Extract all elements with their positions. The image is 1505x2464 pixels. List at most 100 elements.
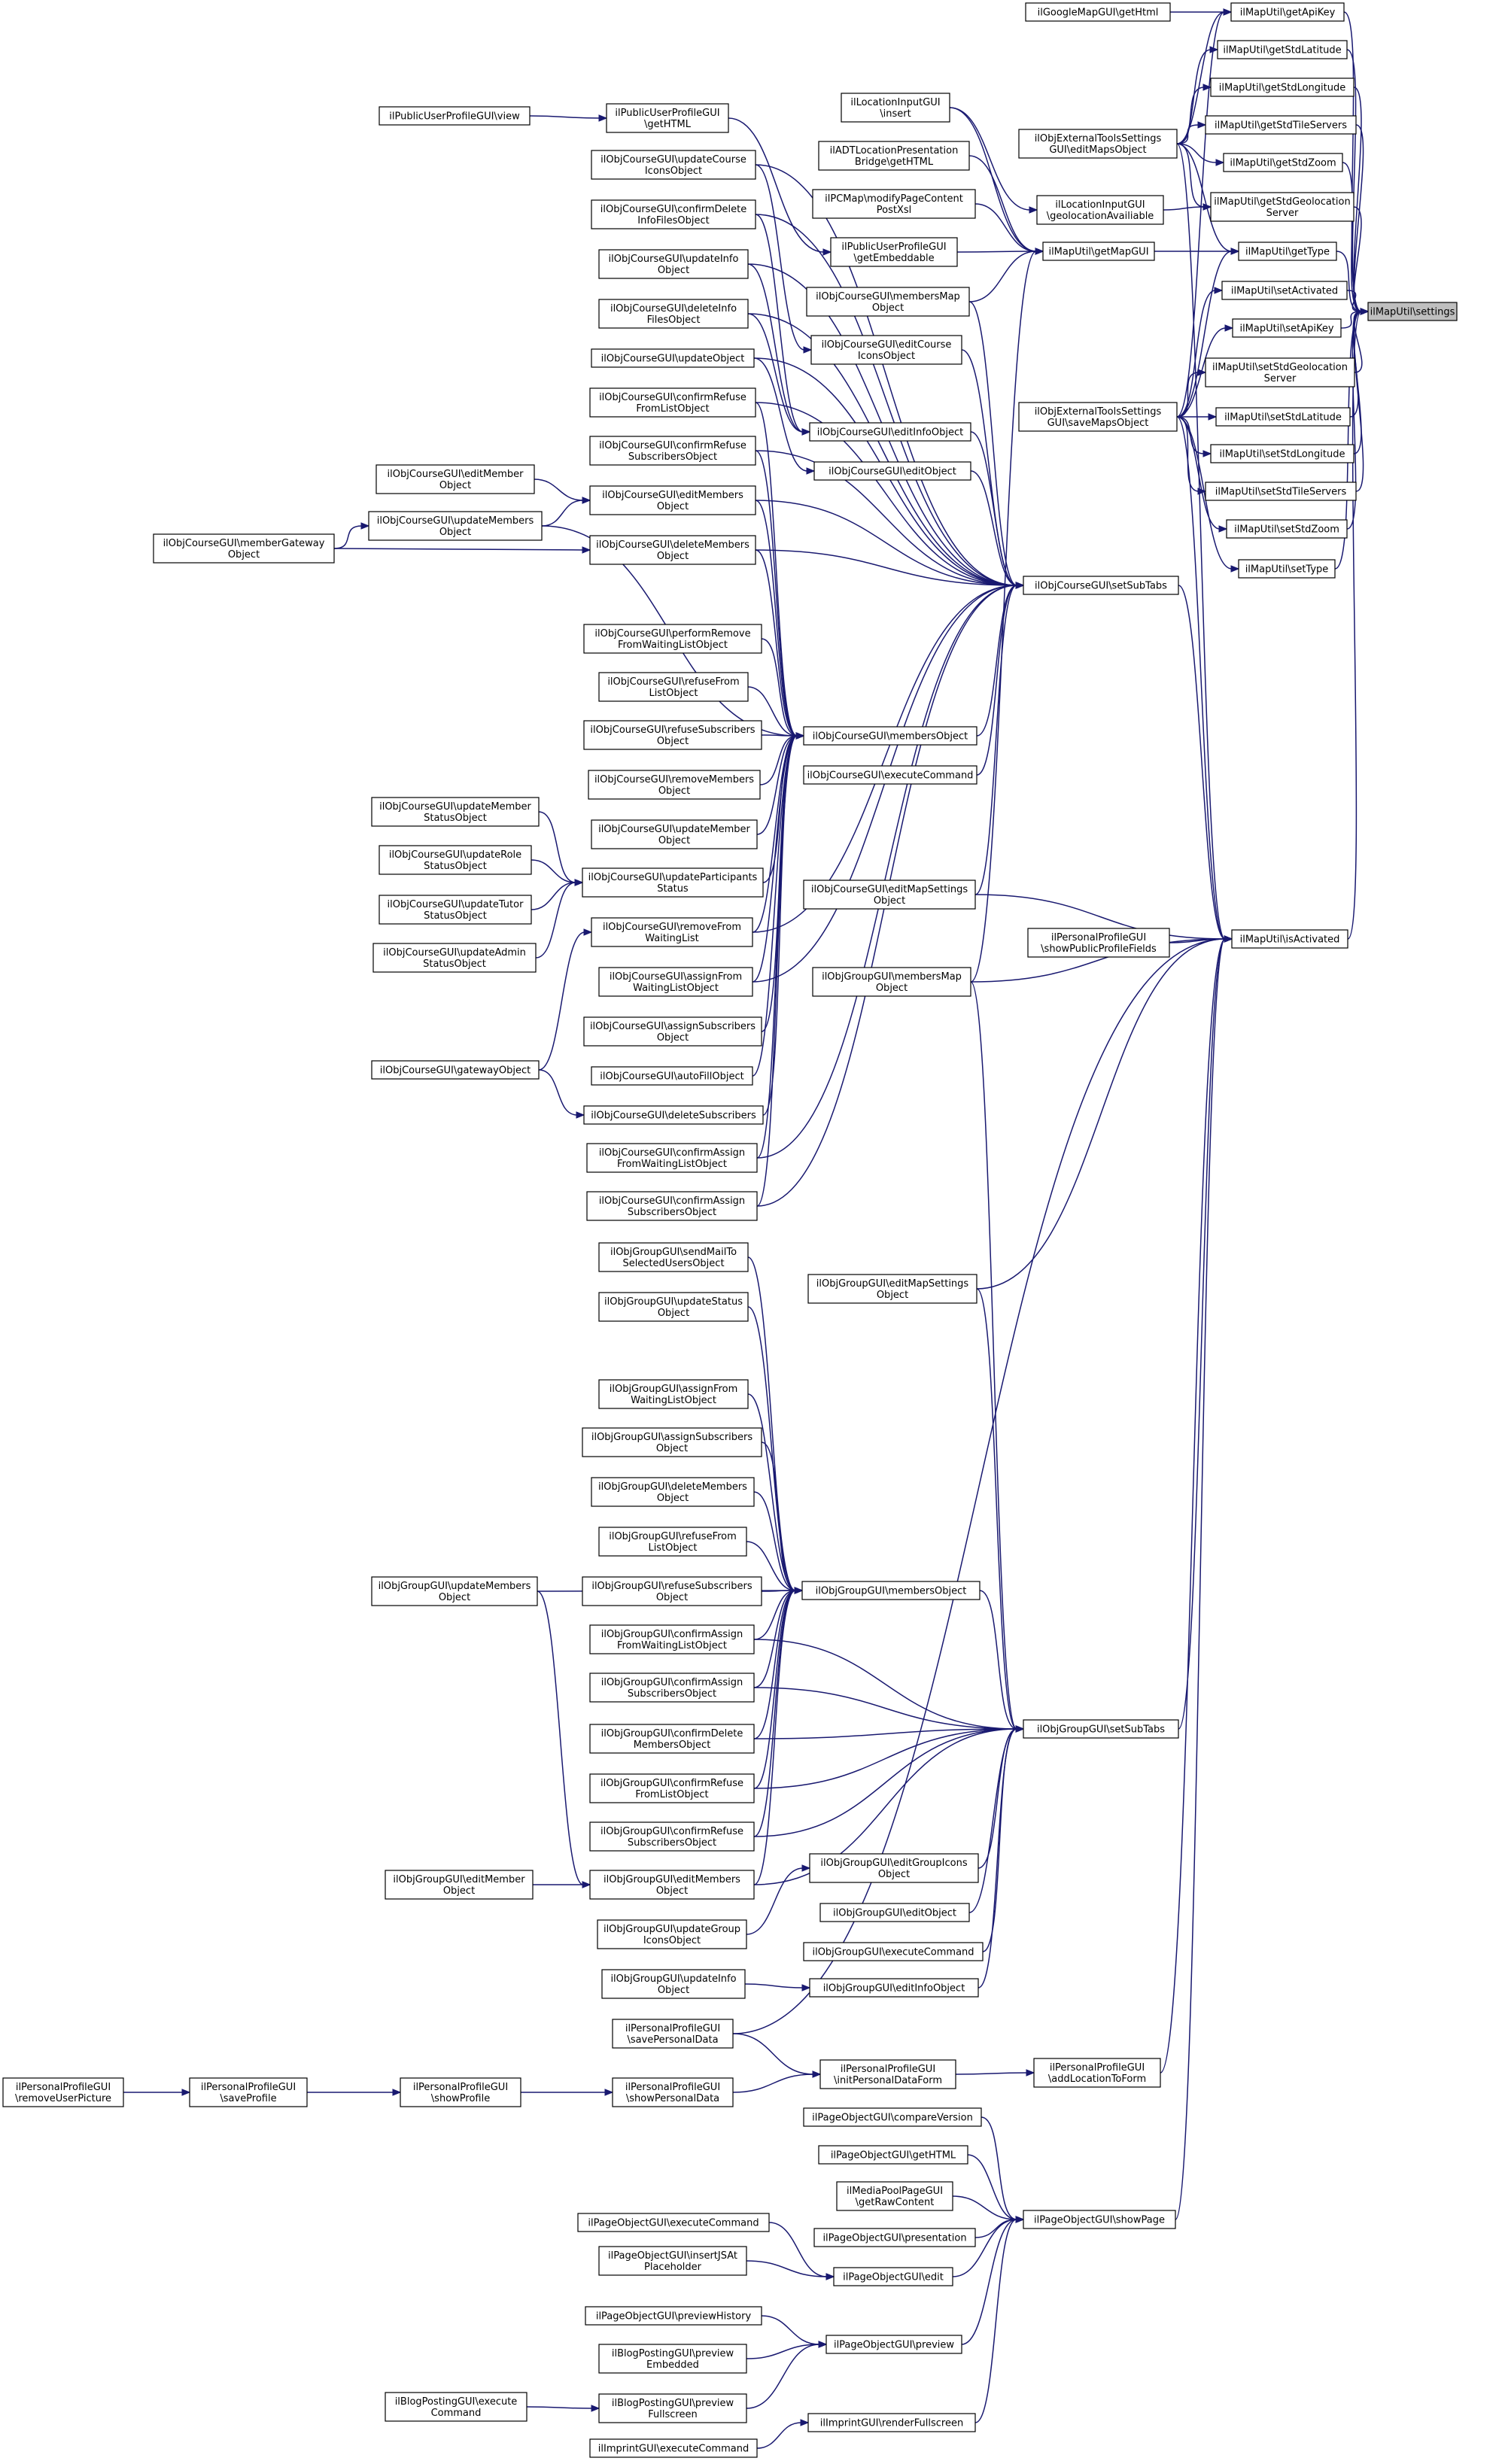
node-set-std-longitude[interactable]: ilMapUtil\setStdLongitude xyxy=(1210,444,1354,463)
node-pg-presentation[interactable]: ilPageObjectGUI\presentation xyxy=(813,2228,976,2247)
node-pg-preview[interactable]: ilPageObjectGUI\preview xyxy=(825,2335,962,2354)
node-ext-edit-maps[interactable]: ilObjExternalToolsSettingsGUI\editMapsOb… xyxy=(1018,129,1178,159)
node-set-api-key[interactable]: ilMapUtil\setApiKey xyxy=(1232,318,1342,338)
node-set-type[interactable]: ilMapUtil\setType xyxy=(1238,559,1336,579)
node-crs-assign-from-waiting-list[interactable]: ilObjCourseGUI\assignFromWaitingListObje… xyxy=(598,967,753,997)
node-grp-execute-command[interactable]: ilObjGroupGUI\executeCommand xyxy=(803,1942,984,1961)
node-ext-save-maps[interactable]: ilObjExternalToolsSettingsGUI\saveMapsOb… xyxy=(1018,402,1178,432)
node-grp-confirm-assign-from-waiting[interactable]: ilObjGroupGUI\confirmAssignFromWaitingLi… xyxy=(589,1624,755,1654)
node-grp-confirm-refuse-subs[interactable]: ilObjGroupGUI\confirmRefuseSubscribersOb… xyxy=(589,1821,755,1852)
node-get-std-zoom[interactable]: ilMapUtil\getStdZoom xyxy=(1223,153,1343,172)
node-set-std-tile-servers[interactable]: ilMapUtil\setStdTileServers xyxy=(1205,482,1357,501)
node-crs-update-object[interactable]: ilObjCourseGUI\updateObject xyxy=(591,348,755,368)
node-settings[interactable]: ilMapUtil\settings xyxy=(1367,302,1458,321)
node-pg-edit[interactable]: ilPageObjectGUI\edit xyxy=(833,2267,953,2286)
node-crs-confirm-refuse-subs[interactable]: ilObjCourseGUI\confirmRefuseSubscribersO… xyxy=(589,436,756,466)
node-crs-edit-object[interactable]: ilObjCourseGUI\editObject xyxy=(813,461,971,481)
node-crs-perform-remove[interactable]: ilObjCourseGUI\performRemoveFromWaitingL… xyxy=(583,624,762,654)
node-grp-edit-info[interactable]: ilObjGroupGUI\editInfoObject xyxy=(809,1978,979,1998)
node-crs-confirm-refuse-from-list[interactable]: ilObjCourseGUI\confirmRefuseFromListObje… xyxy=(589,387,756,418)
node-pg-execute-command[interactable]: ilPageObjectGUI\executeCommand xyxy=(577,2213,770,2232)
node-pg-compare-version[interactable]: ilPageObjectGUI\compareVersion xyxy=(803,2107,982,2127)
node-pers-show-profile[interactable]: ilPersonalProfileGUI\showProfile xyxy=(400,2077,521,2107)
node-grp-members-object[interactable]: ilObjGroupGUI\membersObject xyxy=(801,1581,981,1600)
node-grp-send-mail[interactable]: ilObjGroupGUI\sendMailToSelectedUsersObj… xyxy=(598,1242,749,1272)
node-crs-confirm-assign-subs[interactable]: ilObjCourseGUI\confirmAssignSubscribersO… xyxy=(586,1191,758,1221)
node-get-std-tile-servers[interactable]: ilMapUtil\getStdTileServers xyxy=(1205,115,1357,135)
node-blog-execute-command[interactable]: ilBlogPostingGUI\executeCommand xyxy=(385,2392,528,2422)
node-set-std-latitude[interactable]: ilMapUtil\setStdLatitude xyxy=(1215,407,1351,427)
node-crs-delete-subscribers[interactable]: ilObjCourseGUI\deleteSubscribers xyxy=(583,1105,764,1125)
node-crs-set-sub-tabs[interactable]: ilObjCourseGUI\setSubTabs xyxy=(1023,576,1179,595)
node-set-std-zoom[interactable]: ilMapUtil\setStdZoom xyxy=(1226,519,1348,539)
node-pg-get-html[interactable]: ilPageObjectGUI\getHTML xyxy=(818,2145,968,2165)
node-pub-get-html[interactable]: ilPublicUserProfileGUI\getHTML xyxy=(606,103,729,133)
node-imprint-execute-command[interactable]: ilImprintGUI\executeCommand xyxy=(589,2438,758,2458)
node-grp-assign-from-waiting[interactable]: ilObjGroupGUI\assignFromWaitingListObjec… xyxy=(598,1379,749,1409)
node-imprint-render-fullscreen[interactable]: ilImprintGUI\renderFullscreen xyxy=(807,2413,976,2432)
node-pers-show-public[interactable]: ilPersonalProfileGUI\showPublicProfileFi… xyxy=(1027,928,1170,958)
node-pers-init-personal-data-form[interactable]: ilPersonalProfileGUI\initPersonalDataFor… xyxy=(819,2059,956,2089)
node-is-activated[interactable]: ilMapUtil\isActivated xyxy=(1231,929,1348,949)
node-geoloc-avail[interactable]: ilLocationInputGUI\geolocationAvailiable xyxy=(1036,195,1164,225)
node-crs-gateway[interactable]: ilObjCourseGUI\gatewayObject xyxy=(371,1060,540,1080)
node-crs-members-object[interactable]: ilObjCourseGUI\membersObject xyxy=(803,726,977,746)
node-get-std-longitude[interactable]: ilMapUtil\getStdLongitude xyxy=(1210,77,1354,97)
node-media-pool-get-raw[interactable]: ilMediaPoolPageGUI\getRawContent xyxy=(836,2181,953,2211)
node-pg-preview-history[interactable]: ilPageObjectGUI\previewHistory xyxy=(585,2306,762,2326)
node-pers-show-personal-data[interactable]: ilPersonalProfileGUI\showPersonalData xyxy=(612,2077,734,2107)
node-crs-auto-fill[interactable]: ilObjCourseGUI\autoFillObject xyxy=(591,1066,753,1086)
node-pers-save-personal-data[interactable]: ilPersonalProfileGUI\savePersonalData xyxy=(612,2019,734,2049)
node-crs-confirm-assign-from-waiting[interactable]: ilObjCourseGUI\confirmAssignFromWaitingL… xyxy=(586,1143,758,1173)
node-pg-show-page[interactable]: ilPageObjectGUI\showPage xyxy=(1023,2210,1176,2229)
node-crs-edit-info[interactable]: ilObjCourseGUI\editInfoObject xyxy=(809,422,971,442)
node-get-map-gui[interactable]: ilMapUtil\getMapGUI xyxy=(1042,242,1155,261)
node-grp-set-sub-tabs[interactable]: ilObjGroupGUI\setSubTabs xyxy=(1023,1719,1179,1739)
node-get-std-latitude[interactable]: ilMapUtil\getStdLatitude xyxy=(1217,40,1348,59)
node-crs-execute-command[interactable]: ilObjCourseGUI\executeCommand xyxy=(803,765,977,785)
node-grp-confirm-assign-subs[interactable]: ilObjGroupGUI\confirmAssignSubscribersOb… xyxy=(589,1673,755,1703)
node-set-activated[interactable]: ilMapUtil\setActivated xyxy=(1221,281,1348,300)
node-loc-insert[interactable]: ilLocationInputGUI\insert xyxy=(841,93,950,123)
node-grp-confirm-refuse-from-list[interactable]: ilObjGroupGUI\confirmRefuseFromListObjec… xyxy=(589,1773,755,1803)
node-pers-save-profile[interactable]: ilPersonalProfileGUI\saveProfile xyxy=(189,2077,308,2107)
node-pub-embeddable[interactable]: ilPublicUserProfileGUI\getEmbeddable xyxy=(830,237,958,267)
node-google-get-html[interactable]: ilGoogleMapGUI\getHtml xyxy=(1025,2,1171,22)
node-grp-edit-object[interactable]: ilObjGroupGUI\editObject xyxy=(819,1903,970,1922)
